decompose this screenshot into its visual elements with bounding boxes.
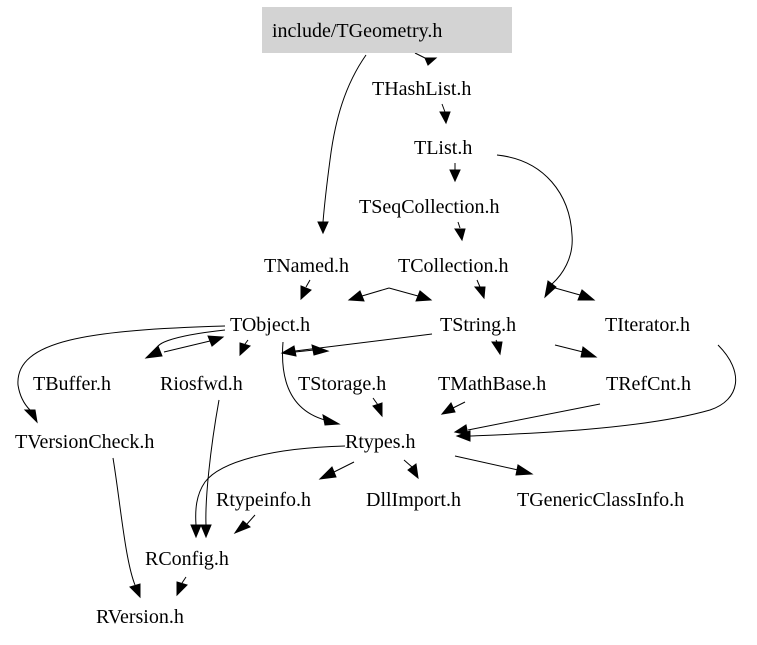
edge-rtypes-dllimport-arrowhead [407,463,419,480]
node-tversioncheck[interactable]: TVersionCheck.h [15,431,154,453]
edge-tstring-tobject-arrowhead [280,345,297,357]
edge-trefcnt-rtypes [467,403,601,431]
edge-tcollection-tobject-arrowhead [347,290,365,302]
edge-tnamed-tobject [305,279,311,288]
edge-tgeometry-tnamed-arrowhead [317,221,329,235]
graph-nodes: include/TGeometry.h THashList.h TList.h … [15,7,691,628]
node-tseqcollection[interactable]: TSeqCollection.h [359,196,500,218]
edge-tstorage-rtypes [372,397,379,406]
edge-tcollection-titerator-arrowhead [577,289,596,301]
node-tstring[interactable]: TString.h [440,314,516,336]
edge-tcollection-tstring-2-arrowhead [473,286,486,300]
edge-rtypes-rtypeinfo [333,461,355,473]
node-tstorage[interactable]: TStorage.h [298,373,386,395]
edge-tmathbase-rtypes-arrowhead [440,402,456,415]
edge-thashlist-tlist [441,103,446,113]
node-tgeometry[interactable]: include/TGeometry.h [272,20,442,42]
edge-tstring-trefcnt [554,344,584,353]
node-trefcnt[interactable]: TRefCnt.h [606,373,691,395]
edge-tlist-tseqcollection-arrowhead [449,169,461,183]
node-tmathbase[interactable]: TMathBase.h [438,373,546,395]
edge-trefcnt-rtypes-arrowhead [453,424,469,436]
edge-rtypeinfo-rconfig-arrowhead [233,520,251,535]
node-tnamed[interactable]: TNamed.h [264,255,349,277]
edge-tcollection-tobject [361,287,390,297]
edge-tobject-tbuffer-back-arrowhead [207,335,225,347]
edge-tversioncheck-rversion [112,457,136,586]
edge-tobject-riosfwd-arrowhead [239,342,251,357]
edge-tobject-tversioncheck-arrowhead [23,409,38,424]
node-tbuffer[interactable]: TBuffer.h [33,373,111,395]
node-rconfig[interactable]: RConfig.h [145,548,229,570]
edge-tseqcollection-tcollection-arrowhead [454,228,466,242]
edge-tgeometry-thashlist-arrowhead [424,57,438,66]
edge-rconfig-rversion-arrowhead [176,581,188,597]
edge-rtypes-rconfig [195,445,346,526]
node-titerator[interactable]: TIterator.h [605,314,690,336]
node-tobject[interactable]: TObject.h [230,314,310,336]
edge-tcollection-tstring [388,287,419,297]
edge-tstring-trefcnt-arrowhead [580,346,598,358]
edge-tobject-rtypes [282,341,326,421]
edge-tgeometry-thashlist [414,52,426,59]
edge-tstring-tmathbase-arrowhead [491,341,503,356]
node-rtypeinfo[interactable]: Rtypeinfo.h [216,489,311,511]
edge-tcollection-titerator [547,285,581,296]
edge-titerator-rtypes [469,344,736,437]
edge-tversioncheck-rversion-arrowhead [129,583,141,599]
edge-tobject-rtypes-arrowhead [322,414,341,426]
edge-tlist-tstring [496,154,573,285]
node-tlist[interactable]: TList.h [414,137,472,159]
edge-tobject-riosfwd [244,339,249,345]
edge-tobject-tversioncheck [17,325,226,411]
edge-thashlist-tlist-arrowhead [439,111,451,125]
edge-tgeometry-tnamed [322,54,367,223]
edge-rtypes-rtypeinfo-arrowhead [318,466,337,480]
node-thashlist[interactable]: THashList.h [372,78,471,100]
edge-tseqcollection-tcollection [457,221,461,229]
edge-tmathbase-rtypes [452,401,466,409]
edge-rtypes-rconfig-arrowhead [190,524,202,539]
node-rversion[interactable]: RVersion.h [96,606,184,628]
edge-rtypes-tgenericclassinfo-arrowhead [515,464,534,476]
edge-tnamed-tobject-arrowhead [300,285,312,301]
node-tcollection[interactable]: TCollection.h [398,255,509,277]
edge-riosfwd-rconfig-arrowhead [200,524,212,539]
node-dllimport[interactable]: DllImport.h [366,489,461,511]
edge-tstorage-rtypes-arrowhead [372,402,383,418]
graph-edges [17,52,736,599]
edge-tcollection-tstring-arrowhead [415,290,433,302]
edge-tobject-tbuffer-arrowhead [144,345,163,359]
edge-rtypes-dllimport [403,459,413,468]
edge-tobject-tbuffer-back [163,340,211,353]
edge-rtypeinfo-rconfig [246,514,256,525]
node-rtypes[interactable]: Rtypes.h [345,431,416,453]
edge-tobject-tstorage [294,349,315,353]
edge-rconfig-rversion [181,576,187,584]
edge-tlist-tstring-arrowhead [544,280,557,299]
node-riosfwd[interactable]: Riosfwd.h [160,373,243,395]
node-tgenericclassinfo[interactable]: TGenericClassInfo.h [517,489,684,511]
edge-tstring-tobject [294,333,433,352]
root-node-background [262,7,512,53]
edge-tcollection-tstring-2 [476,279,481,288]
edge-rtypes-tgenericclassinfo [454,455,519,471]
edge-riosfwd-rconfig [205,399,220,526]
edge-tobject-tstorage-arrowhead [311,344,330,356]
